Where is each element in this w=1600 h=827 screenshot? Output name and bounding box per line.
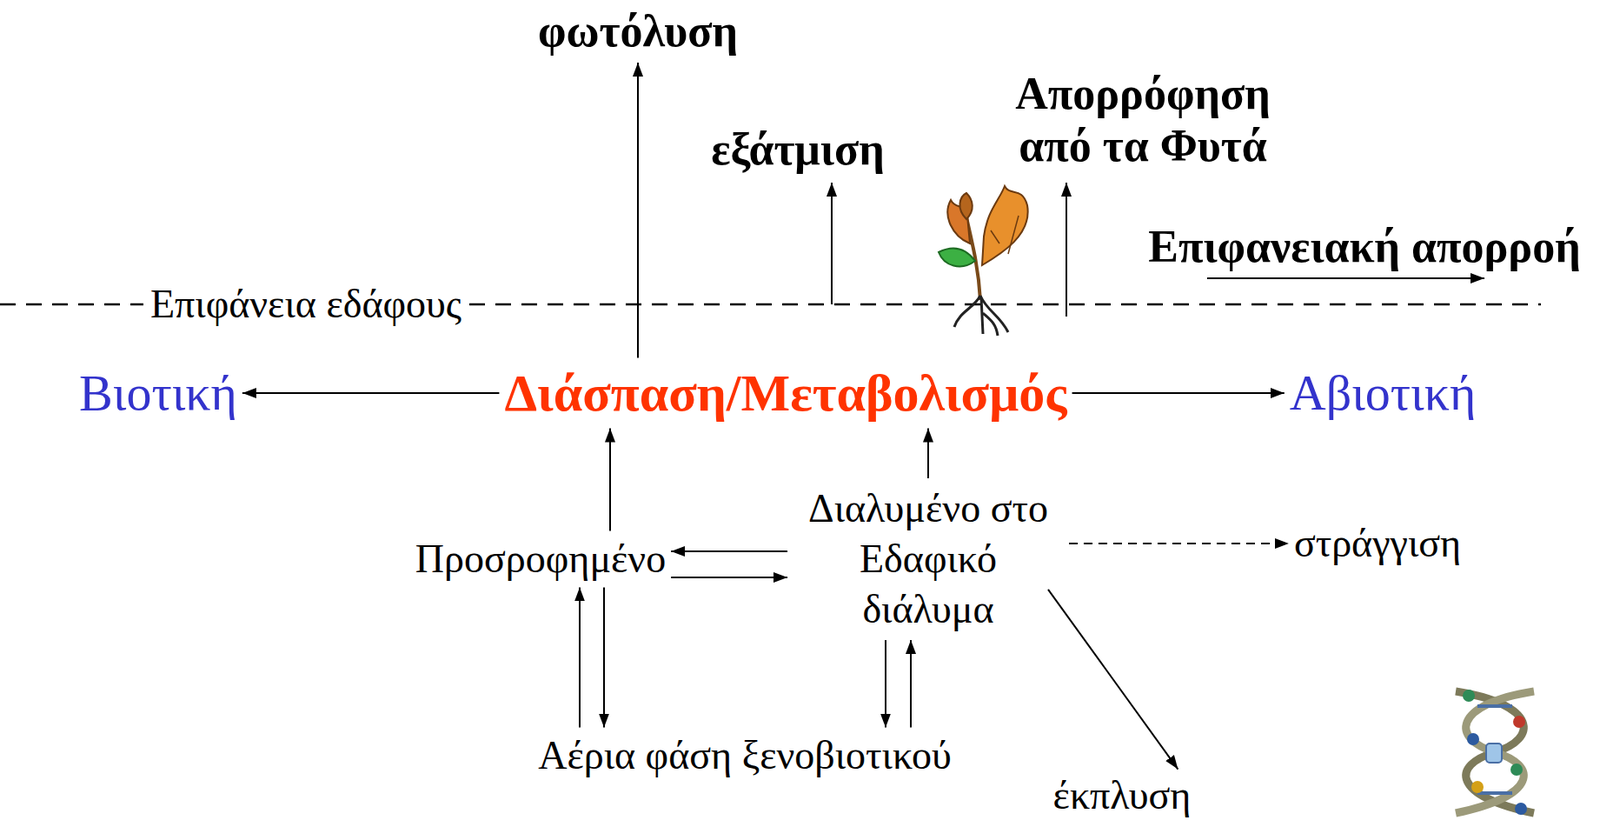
connector-arrow [927,428,930,479]
connector-arrow [909,639,912,728]
node-text: στράγγιση [1294,520,1461,567]
connector-arrow [603,586,605,727]
category-label: Αβιοτική [1289,364,1476,423]
node-text: Απορρόφηση από τα Φυτά [995,67,1291,173]
node-text: φωτόλυση [537,5,738,58]
runoff-label: Επιφανειακή απορροή [1148,220,1581,273]
connector-arrow [242,391,500,394]
state-label: Διαλυμένο στο Εδαφικό διάλυμα [792,483,1064,635]
plant-illustration [938,185,1029,336]
node-text: Αβιοτική [1289,364,1476,423]
connector-arrow [1048,589,1178,770]
connector-arrow [578,586,581,727]
node-text: Αέρια φάση ξενοβιοτικού [537,732,952,779]
uptake-arrow [1065,182,1068,317]
central-process: Διάσπαση/Μεταβολισμός [504,363,1067,424]
node-text: Προσροφημένο [415,536,666,583]
state-label: Αέρια φάση ξενοβιοτικού [537,732,952,779]
connector-arrow [637,62,639,359]
process-label: εξάτμιση [710,123,885,176]
process-label: Απορρόφηση από τα Φυτά [995,67,1291,173]
category-label: Βιοτική [79,364,238,423]
surface-label: Επιφάνεια εδάφους [143,281,469,328]
node-text: εξάτμιση [710,123,885,176]
connector-arrow [1072,391,1285,394]
connector-arrow [670,576,788,578]
node-text: Βιοτική [79,364,238,423]
state-label: Προσροφημένο [415,536,666,583]
process-label: έκπλυση [1053,772,1192,819]
evaporation-arrow [830,182,833,305]
dna-logo [1455,689,1534,815]
node-text: Διαλυμένο στο Εδαφικό διάλυμα [792,483,1064,635]
connector-arrow [884,639,887,728]
node-text: έκπλυση [1053,772,1192,819]
connector-arrow [609,428,611,532]
process-label: φωτόλυση [537,5,738,58]
node-text: Διάσπαση/Μεταβολισμός [504,363,1067,424]
runoff-arrow [1207,277,1485,279]
connector-arrow [1068,542,1289,545]
process-label: στράγγιση [1294,520,1461,567]
connector-arrow [670,550,788,552]
